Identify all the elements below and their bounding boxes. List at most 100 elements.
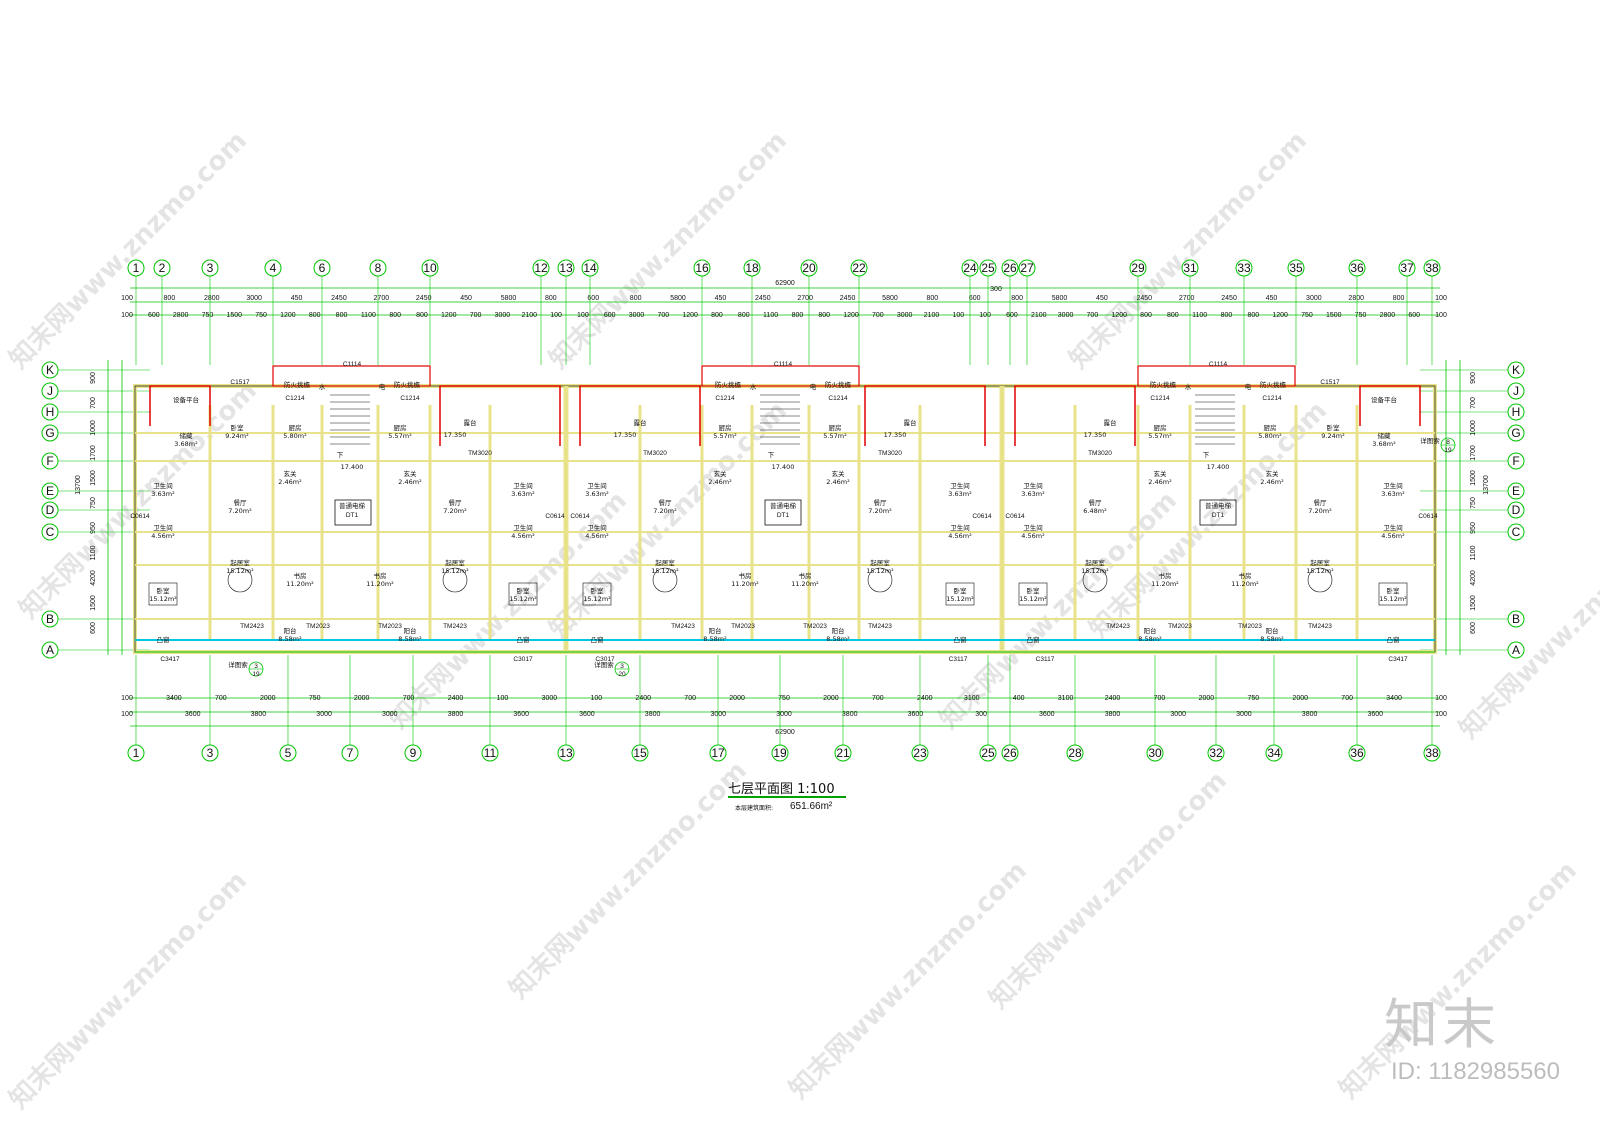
dim-text-top1: 2450 — [755, 295, 771, 302]
door-code-tm2023: TM2023 — [1238, 623, 1262, 630]
balcony-label: 阳台 — [404, 626, 417, 635]
dim-text-top2: 3000 — [629, 312, 645, 319]
dim-text-top2: 3000 — [1058, 312, 1074, 319]
dim-text-bottom1: 2400 — [635, 695, 651, 702]
door-code-tm2423: TM2423 — [868, 623, 892, 630]
bedroom-bed — [582, 582, 612, 606]
small-bath-label: 卫生间 — [1383, 481, 1403, 490]
bedroom-bed — [508, 582, 538, 606]
elevator-shaft — [334, 499, 372, 526]
balcony-label: 阳台 — [1266, 626, 1279, 635]
entry-area: 2.46m² — [1148, 478, 1172, 486]
dim-text-bottom1: 100 — [1435, 695, 1447, 702]
brand-watermark: 知末 — [1384, 993, 1500, 1056]
watermark-text: 知末网www.znzmo.com — [544, 126, 793, 375]
dining-area: 7.20m² — [653, 507, 677, 515]
dim-text-left: 1500 — [90, 470, 97, 486]
dim-text-bottom2: 3000 — [382, 711, 398, 718]
bay-window-label: 凸窗 — [954, 635, 967, 644]
small-bath-area: 3.63m² — [511, 490, 535, 498]
dim-text-top2: 1500 — [1326, 312, 1342, 319]
dim-text-top2: 100 — [979, 312, 991, 319]
terrace-parapet — [1359, 385, 1421, 426]
dim-text-left: 950 — [90, 522, 97, 534]
elevator-label: 普通电梯 — [770, 501, 797, 510]
dim-text-top2: 3000 — [897, 312, 913, 319]
dim-text-top2: 800 — [1221, 312, 1233, 319]
door-code-tm2023: TM2023 — [1168, 623, 1192, 630]
dim-text-bottom2: 3600 — [185, 711, 201, 718]
detail-callout-top: 3 — [620, 663, 624, 670]
balcony-label: 阳台 — [284, 626, 297, 635]
dim-text-bottom2: 3600 — [908, 711, 924, 718]
stair-core-top — [272, 365, 431, 387]
fire-platform-label: 防火挑檐 — [825, 380, 852, 389]
dim-text-top2: 100 — [577, 312, 589, 319]
dim-text-bottom1: 2400 — [448, 695, 464, 702]
dim-text-right: 1000 — [1470, 420, 1477, 436]
grid-label-left: F — [46, 454, 53, 468]
bath-label: 卫生间 — [513, 523, 533, 532]
detail-callout-bottom: 19 — [252, 671, 260, 678]
entry-label: 玄关 — [284, 469, 298, 478]
room-labels-layer: 起居室15.12m²餐厅7.20m²书房11.20m²卧室15.12m²卫生间4… — [130, 361, 1456, 678]
living-room-label: 起居室 — [655, 558, 675, 567]
dim-text-left: 4200 — [90, 570, 97, 586]
grid-label-top: 10 — [423, 261, 437, 275]
window-code-c1214: C1214 — [285, 395, 305, 402]
dim-text-top2: 750 — [1301, 312, 1313, 319]
bath-area: 4.56m² — [585, 532, 609, 540]
grid-label-top: 16 — [695, 261, 709, 275]
dim-text-top1: 800 — [927, 295, 939, 302]
elec-label: 电 — [379, 382, 386, 391]
grid-label-right: A — [1512, 643, 1520, 657]
window-code-bay: C3117 — [1036, 656, 1055, 663]
dining-area: 7.20m² — [1308, 507, 1332, 515]
kitchen-label: 厨房 — [1264, 423, 1277, 432]
dim-text-top2: 2100 — [521, 312, 537, 319]
grid-label-top: 8 — [375, 261, 382, 275]
dim-text-bottom1: 3100 — [964, 695, 980, 702]
dim-text-left: 900 — [90, 372, 97, 384]
storage-area: 3.68m² — [174, 440, 198, 448]
dim-text-bottom1: 700 — [403, 695, 415, 702]
stair-down-label: 下 — [1203, 451, 1210, 459]
door-code-tm2023: TM2023 — [378, 623, 402, 630]
window-code-c1214: C1214 — [1150, 395, 1170, 402]
dining-area: 6.48m² — [1083, 507, 1107, 515]
kitchen-area: 5.57m² — [823, 432, 847, 440]
dim-text-top1: 800 — [630, 295, 642, 302]
dining-area: 7.20m² — [868, 507, 892, 515]
dim-text-top2: 1100 — [1192, 312, 1207, 319]
dim-text-bottom1: 2000 — [823, 695, 839, 702]
dim-text-top2: 800 — [818, 312, 830, 319]
detail-callout-bottom: 20 — [618, 671, 626, 678]
window-code-bay: C3017 — [513, 656, 533, 663]
grid-label-left: E — [46, 484, 54, 498]
living-furniture — [227, 567, 253, 593]
dim-text-top2: 750 — [1355, 312, 1367, 319]
dim-text-top2: 1200 — [1111, 312, 1127, 319]
small-bath-area: 3.63m² — [151, 490, 175, 498]
grid-label-bottom: 36 — [1350, 746, 1364, 760]
balcony-area: 8.58m² — [703, 635, 727, 643]
grid-label-bottom: 5 — [285, 746, 292, 760]
grid-label-bottom: 21 — [836, 746, 850, 760]
terrace-label: 露台 — [464, 418, 477, 427]
dim-text-bottom1: 2000 — [354, 695, 370, 702]
stair-core-top — [1137, 365, 1296, 387]
upper-bedroom-label: 卧室 — [1327, 423, 1341, 432]
detail-callout-label: 详图索 — [1420, 436, 1440, 445]
dim-text-top1: 5800 — [882, 295, 898, 302]
dim-text-bottom1: 750 — [309, 695, 321, 702]
dim-text-bottom2: 3600 — [1039, 711, 1055, 718]
dim-text-right: 1100 — [1470, 545, 1477, 560]
door-code-tm2423: TM2423 — [1106, 623, 1130, 630]
living-room-area: 15.12m² — [226, 567, 254, 575]
dim-text-bottom1: 2000 — [729, 695, 745, 702]
living-room-area: 15.12m² — [1306, 567, 1334, 575]
kitchen-area: 5.80m² — [283, 432, 307, 440]
door-code-tm3020: TM3020 — [1088, 450, 1112, 457]
kitchen-label: 厨房 — [394, 423, 407, 432]
